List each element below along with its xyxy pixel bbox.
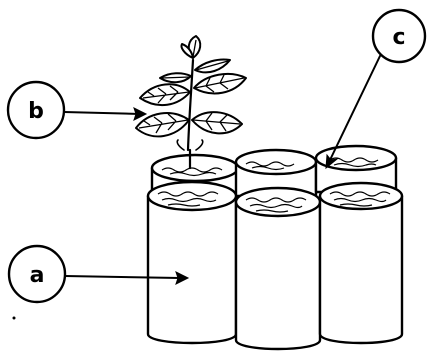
arrowhead-b [133, 107, 148, 121]
label-b: b [28, 99, 44, 124]
front-tube-middle [234, 186, 322, 351]
stray-dot [12, 316, 16, 320]
arrowhead-c [325, 153, 339, 170]
front-tube-left [146, 180, 238, 345]
callout-a: a [7, 244, 190, 304]
arrowhead-a [175, 271, 190, 285]
callout-c: c [325, 8, 427, 170]
front-tube-right [318, 181, 404, 345]
label-c: c [392, 25, 405, 50]
seedling [135, 35, 247, 170]
label-a: a [30, 263, 45, 288]
callout-b: b [6, 80, 148, 140]
